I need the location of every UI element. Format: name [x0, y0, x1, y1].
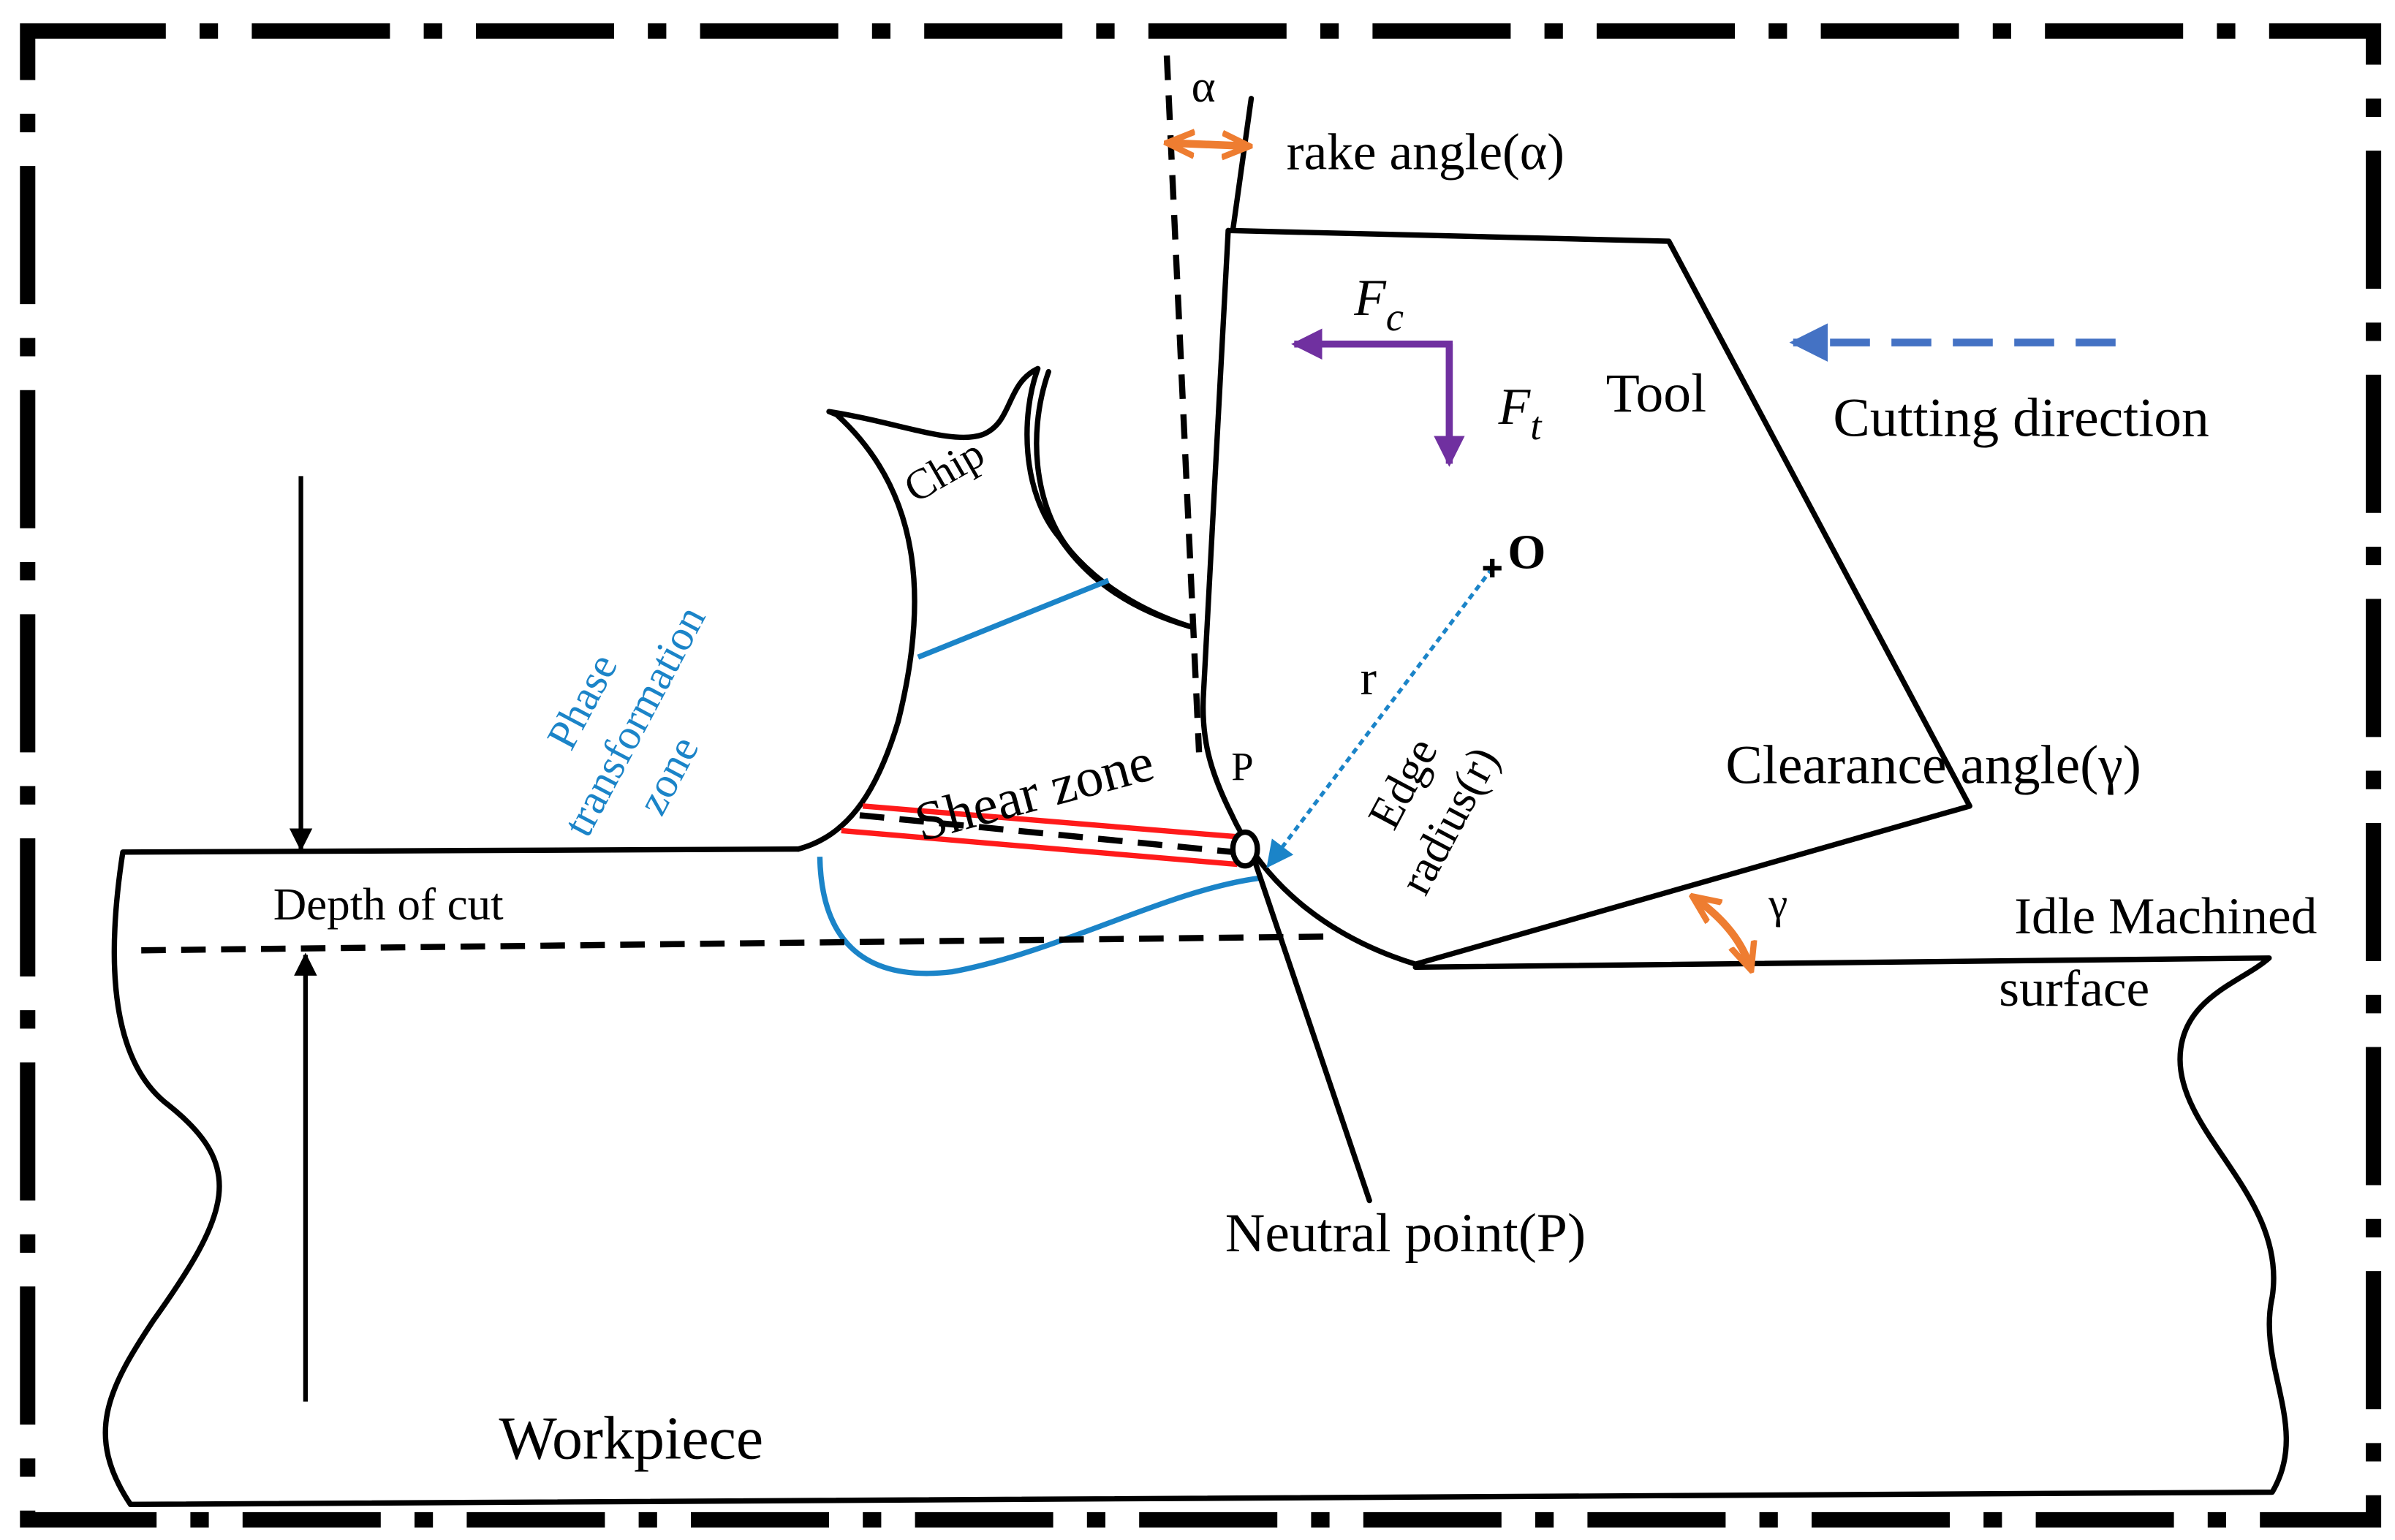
rake-angle-label: rake angle(α) — [1287, 123, 1564, 181]
shear-band-upper — [862, 803, 1238, 840]
edge-radius-line — [1266, 566, 1494, 868]
force-cutting-label: Fc — [1353, 269, 1404, 339]
depth-of-cut-label: Depth of cut — [273, 879, 504, 930]
shear-band-lower — [841, 827, 1238, 868]
shear-plane — [859, 812, 1235, 856]
edge-radius-label: Edge radius(r) — [1358, 729, 1508, 903]
phase-zone-curve — [817, 857, 1260, 976]
phase-zone-line — [917, 577, 1110, 660]
rake-angle-arc — [1170, 143, 1246, 146]
chip-inner-curve — [1034, 368, 1193, 629]
clearance-angle-label: Clearance angle(γ) — [1725, 735, 2141, 795]
tool-label: Tool — [1606, 363, 1707, 424]
point-p-label: P — [1231, 744, 1253, 789]
rake-reference-dashed — [1163, 55, 1203, 753]
force-thrust-label: Ft — [1498, 378, 1543, 448]
idle-surface-label: surface — [1999, 960, 2149, 1017]
phase-transformation-label: Phase transformation zone — [537, 598, 714, 843]
center-o-label: O — [1507, 524, 1545, 579]
workpiece-outline — [102, 846, 2289, 1508]
chip-label: Chip — [896, 429, 993, 512]
neutral-point-marker — [1230, 829, 1260, 869]
neutral-point-label: Neutral point(P) — [1225, 1203, 1586, 1264]
diagram-frame — [20, 23, 2382, 1528]
neutral-point-leader — [1252, 857, 1372, 1204]
gamma-symbol: γ — [1768, 880, 1787, 928]
alpha-symbol: α — [1192, 61, 1216, 112]
force-cutting-arrow — [1291, 328, 1453, 443]
clearance-angle-arc — [1695, 898, 1750, 968]
depth-of-cut-line — [141, 933, 1330, 954]
center-o-marker — [1483, 558, 1502, 577]
rake-face-extension — [1230, 96, 1255, 234]
cutting-direction-label: Cutting direction — [1833, 388, 2209, 449]
workpiece-label: Workpiece — [499, 1404, 764, 1472]
idle-machined-label: Idle Machined — [2014, 887, 2317, 945]
radius-r-label: r — [1361, 650, 1377, 705]
